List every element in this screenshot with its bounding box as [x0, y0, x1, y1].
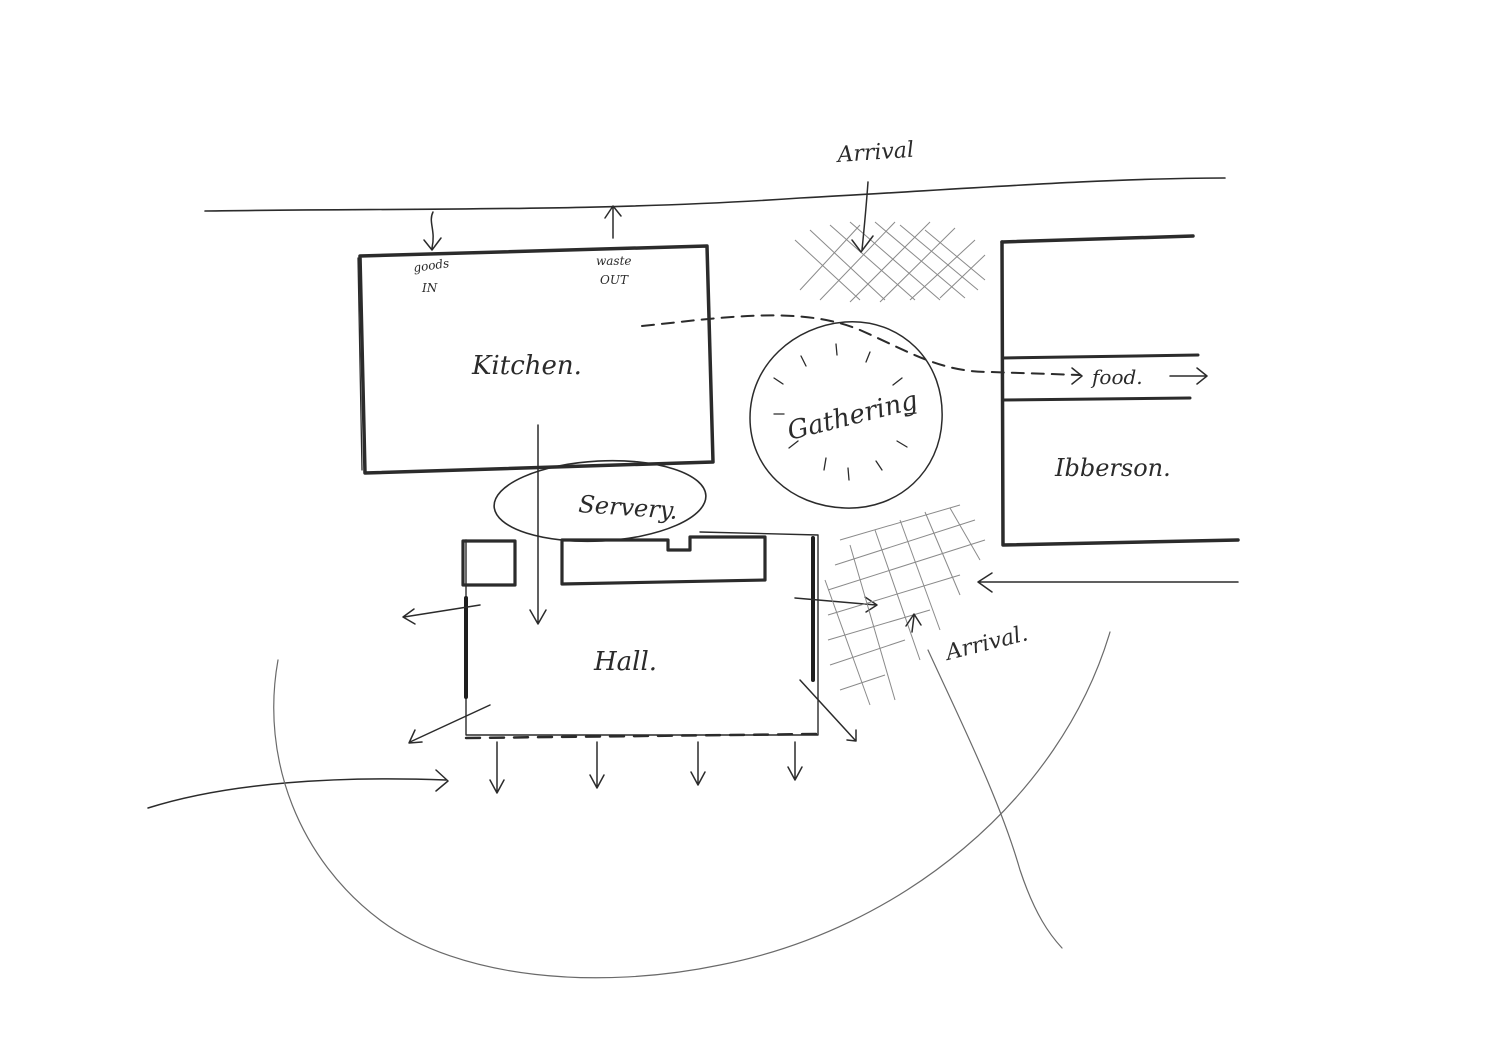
arrival-plaza-hatch-bottom [824, 504, 986, 706]
label-servery: Servery. [578, 490, 679, 525]
label-gathering: Gathering [784, 386, 920, 447]
gathering-circle [749, 321, 943, 509]
label-waste-out: waste [596, 254, 632, 268]
road-edge-line [204, 177, 1226, 212]
label-arrival-top: Arrival [835, 138, 915, 168]
kitchen-to-hall-arrow [529, 424, 547, 625]
arrival-right-arrow [977, 572, 1239, 593]
label-hall: Hall. [593, 647, 657, 677]
approach-arrow-left [147, 769, 449, 809]
hall-counter [560, 535, 767, 586]
label-food: food. [1090, 365, 1143, 389]
label-goods-in-2: IN [421, 281, 438, 295]
hall-store-left [461, 539, 517, 587]
goods-in-arrow [423, 211, 442, 251]
label-waste-out-2: OUT [600, 273, 629, 287]
label-kitchen: Kitchen. [471, 351, 582, 381]
arrival-top-arrow [851, 181, 874, 253]
hall-south-arrows [489, 741, 803, 794]
gathering-radiating-marks [773, 343, 917, 481]
food-route-path [641, 314, 1081, 376]
ibberson-building [1000, 234, 1240, 547]
label-goods-in: goods [412, 256, 450, 275]
waste-out-arrow [604, 205, 622, 239]
label-ibberson: Ibberson. [1054, 454, 1171, 482]
hall-colonnade [464, 732, 820, 740]
label-arrival-right: Arrival. [941, 621, 1030, 666]
arrival-plaza-hatch-top [794, 221, 986, 303]
kitchen-outline [358, 244, 715, 475]
